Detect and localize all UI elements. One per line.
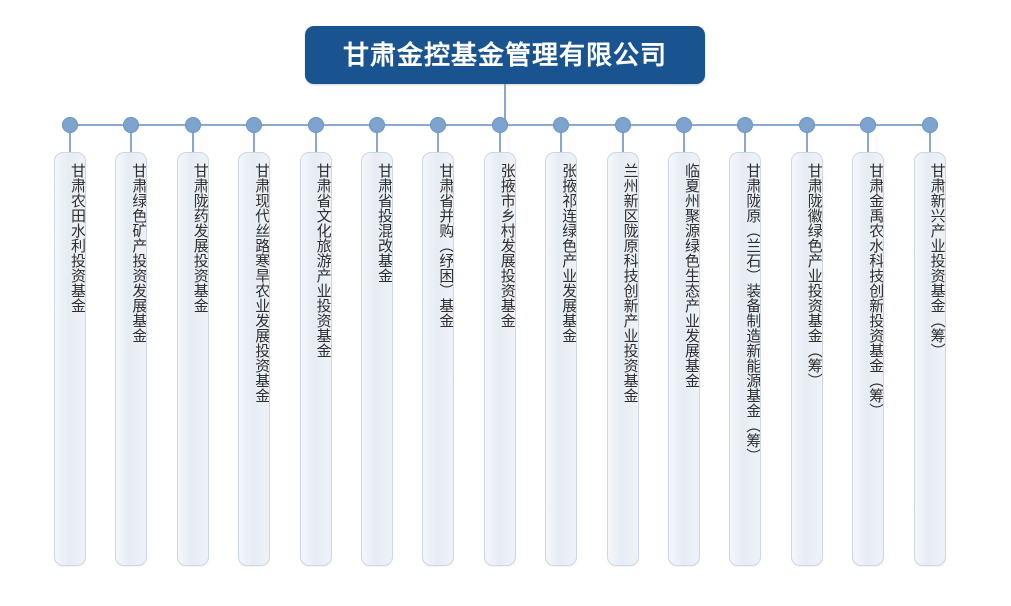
node-connector-stem [130,133,133,155]
node-connector-stem [621,133,624,155]
root-connector-stem [504,84,506,126]
node-connector-stem [805,133,808,155]
leaf-node[interactable]: 甘肃省并购（纾困）基金 [422,152,455,566]
node-dot [184,117,201,133]
node-dot [123,117,140,133]
leaf-node[interactable]: 临夏州聚源绿色生态产业发展基金 [668,152,700,566]
leaf-node-label: 甘肃省文化旅游产业投资基金 [314,163,332,358]
leaf-node-label: 临夏州聚源绿色生态产业发展基金 [683,163,700,388]
leaf-node[interactable]: 甘肃陇原（兰石）装备制造新能源基金（筹） [729,152,762,566]
leaf-node-label: 甘肃陇药发展投资基金 [191,163,209,313]
node-connector-stem [498,133,501,155]
leaf-node[interactable]: 甘肃省投混改基金 [361,152,393,566]
leaf-node-label: 甘肃省并购（纾困）基金 [437,163,455,328]
leaf-node-label: 甘肃现代丝路寒旱农业发展投资基金 [253,163,271,403]
node-connector-stem [560,133,563,155]
leaf-node-label: 甘肃新兴产业投资基金（筹） [928,163,946,358]
node-dot [614,117,631,133]
leaf-node[interactable]: 甘肃农田水利投资基金 [54,152,86,566]
leaf-node-label: 甘肃省投混改基金 [376,163,393,283]
node-connector-stem [867,133,870,155]
leaf-node[interactable]: 张掖祁连绿色产业发展基金 [545,152,578,566]
leaf-node-label: 甘肃陇徽绿色产业投资基金（筹） [805,163,823,388]
node-connector-stem [69,133,71,155]
node-dot [860,117,877,133]
node-dot [369,117,385,133]
leaf-node[interactable]: 甘肃新兴产业投资基金（筹） [913,152,946,566]
node-connector-stem [437,133,440,155]
leaf-node[interactable]: 甘肃绿色矿产投资发展基金 [115,152,148,566]
leaf-node-label: 兰州新区陇原科技创新产业投资基金 [621,163,639,403]
leaf-node-label: 甘肃绿色矿产投资发展基金 [130,163,148,343]
node-connector-stem [314,133,317,155]
root-node[interactable]: 甘肃金控基金管理有限公司 [305,26,705,84]
node-dot [491,117,508,133]
leaf-node-label: 张掖市乡村发展投资基金 [498,163,516,328]
node-dot [921,117,938,133]
leaf-node[interactable]: 甘肃现代丝路寒旱农业发展投资基金 [238,152,271,566]
leaf-node-label: 甘肃农田水利投资基金 [69,163,86,313]
node-connector-stem [744,133,747,155]
root-node-title: 甘肃金控基金管理有限公司 [342,40,667,70]
node-dot [430,117,447,133]
leaf-node[interactable]: 甘肃陇徽绿色产业投资基金（筹） [790,152,823,566]
node-dot [737,117,754,133]
node-dot [676,117,692,133]
leaf-node-label: 甘肃陇原（兰石）装备制造新能源基金（筹） [744,163,762,463]
node-dot [553,117,570,133]
node-connector-stem [376,133,378,155]
node-dot [307,117,324,133]
leaf-node-label: 张掖祁连绿色产业发展基金 [560,163,578,343]
node-connector-stem [253,133,256,155]
node-dot [798,117,815,133]
leaf-node[interactable]: 甘肃省文化旅游产业投资基金 [299,152,332,566]
node-connector-stem [191,133,194,155]
node-connector-stem [928,133,931,155]
node-dot [62,117,78,133]
node-dot [246,117,263,133]
node-connector-stem [683,133,685,155]
leaf-node[interactable]: 甘肃陇药发展投资基金 [176,152,209,566]
leaf-node[interactable]: 甘肃金禹农水科技创新投资基金（筹） [852,152,885,566]
leaf-node[interactable]: 兰州新区陇原科技创新产业投资基金 [606,152,639,566]
leaf-node[interactable]: 张掖市乡村发展投资基金 [483,152,516,566]
leaf-node-label: 甘肃金禹农水科技创新投资基金（筹） [867,163,885,418]
